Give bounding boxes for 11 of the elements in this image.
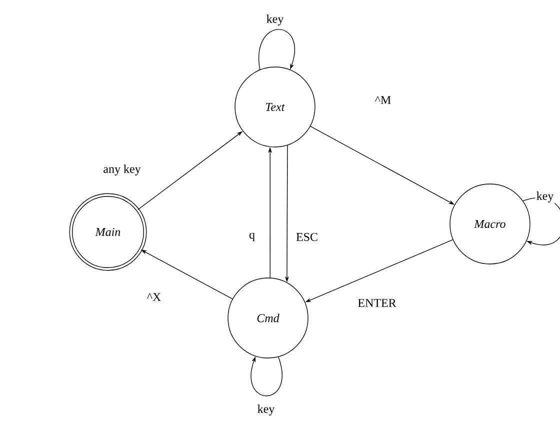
edge-label: ^M [374,95,392,105]
edge-label: key [256,404,276,416]
edge-label: ESC [295,232,319,242]
edge-label: key [535,190,555,204]
edge-label: ^X [146,292,162,302]
transition-arrow [258,29,295,70]
edge-label: q [248,232,256,242]
edge-label: key [265,14,285,26]
transition-arrow [522,198,560,246]
edge-label: any key [102,164,142,176]
edge-label: ENTER [356,298,398,308]
